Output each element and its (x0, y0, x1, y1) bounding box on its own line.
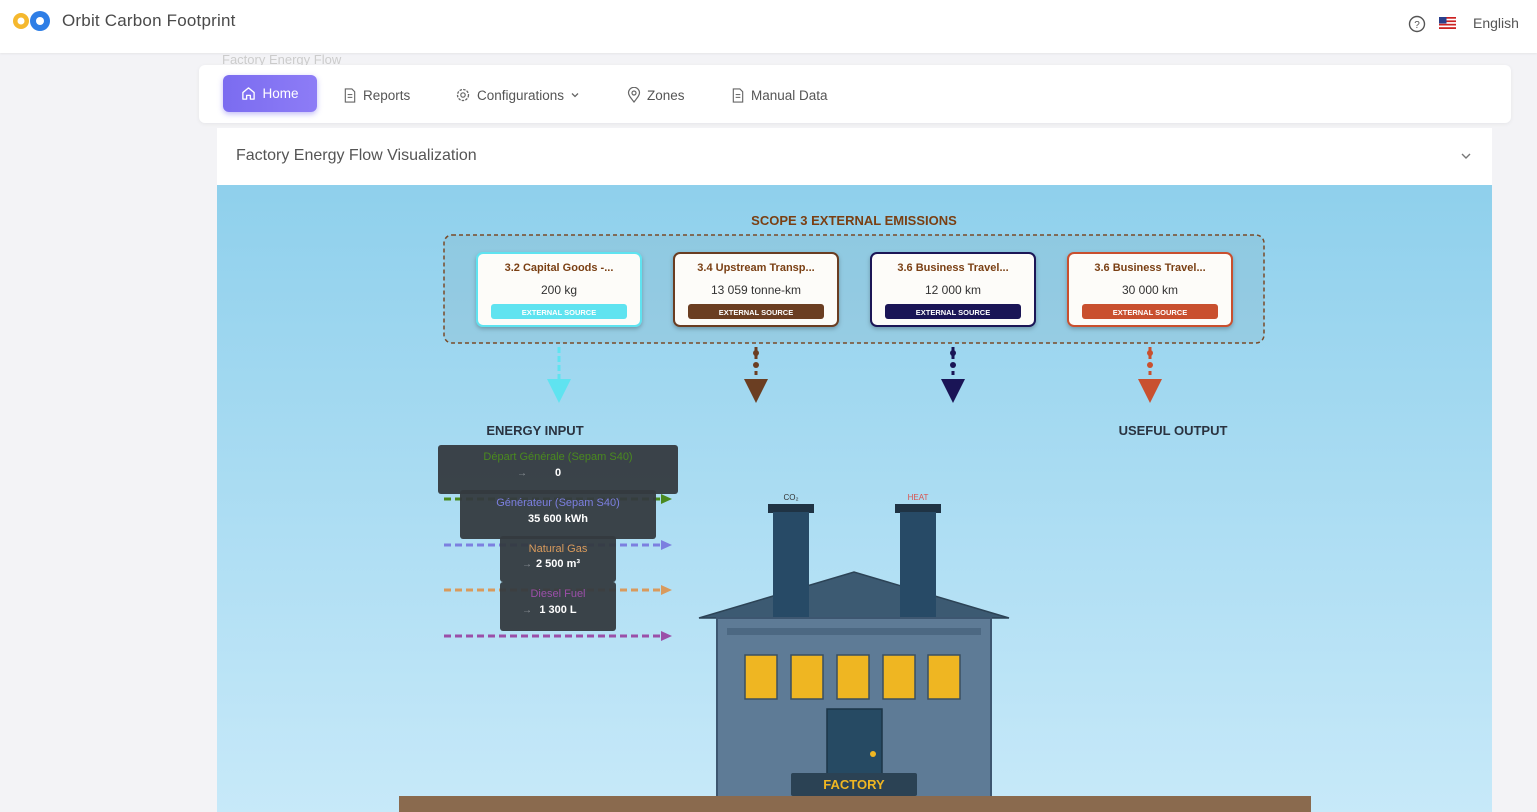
scope3-title: SCOPE 3 EXTERNAL EMISSIONS (751, 213, 957, 228)
gear-icon (456, 88, 470, 102)
scope3-arrow (547, 347, 571, 403)
input-name: Natural Gas (529, 543, 588, 555)
nav-home-label: Home (262, 86, 299, 101)
co2-label: CO₂ (783, 493, 798, 502)
nav-zones[interactable]: Zones (627, 83, 685, 107)
scope3-card-badge (688, 304, 824, 319)
input-name: Diesel Fuel (530, 588, 585, 600)
input-value: 35 600 kWh (528, 513, 588, 525)
nav-zones-label: Zones (647, 87, 685, 103)
document-icon (732, 87, 744, 103)
scope3-card-badge-label: EXTERNAL SOURCE (916, 308, 990, 317)
main-nav: Home Reports Configurations Zones (199, 65, 1511, 123)
input-flow-arrow (444, 585, 672, 595)
card-header[interactable]: Factory Energy Flow Visualization (217, 128, 1492, 186)
factory-window (836, 654, 870, 700)
card-title: Factory Energy Flow Visualization (236, 147, 477, 164)
chevron-down-icon[interactable] (1460, 150, 1472, 162)
app-title: Orbit Carbon Footprint (62, 11, 236, 30)
input-value: 1 300 L (539, 604, 577, 616)
language-selector[interactable]: English (1473, 15, 1519, 31)
home-icon (242, 87, 256, 100)
scope3-group-box (443, 234, 1265, 344)
input-flow-arrow (444, 540, 672, 550)
scope3-card-badge (885, 304, 1021, 319)
scope3-arrow (744, 347, 768, 403)
factory-window (744, 654, 778, 700)
scope3-card-value: 200 kg (541, 283, 577, 297)
energy-input-label: ENERGY INPUT (486, 423, 583, 438)
scope3-card-badge-label: EXTERNAL SOURCE (719, 308, 793, 317)
factory-trim (727, 628, 981, 635)
energy-flow-visualization: SCOPE 3 EXTERNAL EMISSIONS 3.2 Capital G… (217, 185, 1492, 812)
factory-window (882, 654, 916, 700)
factory-label: FACTORY (823, 777, 885, 792)
input-box[interactable] (438, 445, 678, 494)
nav-configurations[interactable]: Configurations (455, 83, 586, 107)
scope3-card-value: 13 059 tonne-km (711, 283, 801, 297)
arrow-glyph: → (517, 468, 527, 479)
useful-output-label: USEFUL OUTPUT (1119, 423, 1228, 438)
arrow-glyph: → (522, 559, 532, 570)
factory-label-bg (791, 773, 917, 796)
scope3-arrow (1138, 347, 1162, 403)
factory-roof (698, 571, 1010, 619)
scope3-card-badge-label: EXTERNAL SOURCE (1113, 308, 1187, 317)
scope3-card-title: 3.6 Business Travel... (897, 262, 1008, 274)
scope3-card-title: 3.2 Capital Goods -... (505, 262, 614, 274)
arrow-glyph: → (522, 605, 532, 616)
nav-manual-data-label: Manual Data (751, 87, 828, 103)
top-bar: Orbit Carbon Footprint ? English (0, 0, 1537, 53)
scope3-card-badge (491, 304, 627, 319)
page-title: Factory Energy Flow (222, 52, 342, 67)
input-name: Générateur (Sepam S40) (496, 497, 620, 509)
input-box[interactable] (500, 536, 616, 582)
factory-window (790, 654, 824, 700)
document-icon (344, 87, 356, 103)
scope3-card-value: 30 000 km (1122, 283, 1178, 297)
scope3-card-title: 3.6 Business Travel... (1094, 262, 1205, 274)
scope3-card-title: 3.4 Upstream Transp... (697, 262, 814, 274)
svg-text:?: ? (1414, 20, 1420, 31)
heat-chimney (900, 585, 936, 618)
map-pin-icon (627, 87, 641, 103)
help-icon[interactable]: ? (1408, 15, 1426, 33)
nav-reports-label: Reports (363, 87, 411, 103)
co2-chimney (768, 504, 814, 513)
input-box[interactable] (500, 582, 616, 631)
door-knob (870, 751, 876, 757)
ground (399, 796, 1311, 812)
nav-home[interactable]: Home (223, 75, 317, 112)
scope3-card-badge-label: EXTERNAL SOURCE (522, 308, 596, 317)
app-logo (13, 11, 50, 31)
us-flag-icon[interactable] (1439, 17, 1456, 29)
nav-reports[interactable]: Reports (343, 83, 410, 107)
chevron-down-icon (571, 93, 579, 98)
factory-window (927, 654, 961, 700)
heat-chimney (895, 504, 941, 513)
scope3-card-badge (1082, 304, 1218, 319)
energy-flow-diagram: SCOPE 3 EXTERNAL EMISSIONS 3.2 Capital G… (399, 213, 1311, 812)
input-value: 2 500 m³ (536, 558, 580, 570)
nav-configurations-label: Configurations (477, 87, 565, 103)
nav-manual-data[interactable]: Manual Data (731, 83, 828, 107)
input-flow-arrow (444, 631, 672, 641)
co2-chimney (773, 585, 809, 618)
scope3-arrow (941, 347, 965, 403)
input-name: Départ Générale (Sepam S40) (483, 451, 632, 463)
heat-label: HEAT (908, 493, 929, 502)
scope3-card-value: 12 000 km (925, 283, 981, 297)
input-value: 0 (555, 467, 561, 479)
input-box[interactable] (460, 490, 656, 539)
